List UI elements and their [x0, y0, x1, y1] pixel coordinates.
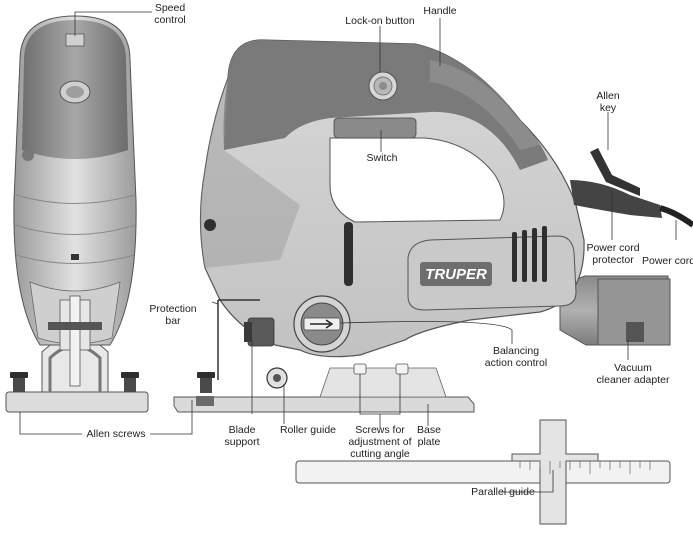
label-balancing-action-control: Balancing action control: [478, 345, 554, 369]
label-screws-cutting-angle: Screws for adjustment of cutting angle: [340, 424, 420, 460]
angle-screw-1: [353, 363, 367, 375]
label-protection-bar-line2: bar: [165, 315, 181, 327]
label-allen-key-line2: key: [599, 102, 617, 114]
label-speed-control-line2: control: [154, 14, 186, 26]
label-allen-screws: Allen screws: [86, 428, 146, 440]
label-power-cord: Power cord: [642, 255, 693, 267]
parallel-guide: [295, 419, 671, 525]
label-vacuum-cleaner-adapter: Vacuum cleaner adapter: [594, 362, 672, 386]
balancing-control-dial: [293, 295, 351, 353]
label-power-cord-protector-line2: protector: [592, 254, 634, 266]
label-speed-control: Speed control: [150, 2, 190, 26]
label-power-cord-protector-line1: Power cord: [586, 242, 640, 254]
label-blade-support-line2: support: [224, 436, 260, 448]
label-base-plate-line2: plate: [417, 436, 441, 448]
side-view: TRUPER: [173, 39, 693, 413]
label-base-plate-line1: Base: [417, 424, 441, 436]
label-speed-control-line1: Speed: [154, 2, 186, 14]
label-lock-on-button: Lock-on button: [345, 15, 415, 27]
label-balancing-line1: Balancing: [492, 345, 540, 357]
vacuum-adapter: [559, 275, 671, 346]
leader-lines: [19, 11, 677, 493]
front-allen-screw-left: [10, 372, 28, 392]
protection-bar-shape: [217, 299, 260, 380]
allen-key-shape: [590, 148, 640, 196]
label-power-cord-protector: Power cord protector: [582, 242, 644, 266]
angle-screw-2: [395, 363, 409, 375]
front-base-plate: [5, 391, 149, 413]
label-blade-support-line1: Blade: [228, 424, 256, 436]
label-allen-key-line1: Allen: [596, 90, 620, 102]
truper-logo: TRUPER: [425, 266, 487, 283]
label-blade-support: Blade support: [222, 424, 262, 448]
label-parallel-guide: Parallel guide: [471, 486, 535, 498]
side-allen-screw: [196, 372, 215, 406]
front-view: [5, 15, 149, 413]
label-balancing-line2: action control: [484, 357, 548, 369]
power-cord-shape: [659, 205, 693, 228]
side-base-plate: [173, 396, 475, 413]
label-screws-line2: adjustment of: [348, 436, 412, 448]
label-protection-bar-line1: Protection: [149, 303, 197, 315]
label-screws-line3: cutting angle: [350, 448, 410, 460]
label-vacuum-line2: cleaner adapter: [596, 374, 670, 386]
label-base-plate: Base plate: [412, 424, 446, 448]
front-allen-screw-right: [121, 372, 139, 392]
label-handle: Handle: [423, 5, 457, 17]
label-protection-bar: Protection bar: [148, 303, 198, 327]
label-switch: Switch: [366, 152, 398, 164]
label-allen-key: Allen key: [588, 90, 628, 114]
cord-protector-shape: [570, 180, 662, 218]
label-vacuum-line1: Vacuum: [614, 362, 652, 374]
label-roller-guide: Roller guide: [279, 424, 337, 436]
label-screws-line1: Screws for: [355, 424, 405, 436]
switch-trigger: [333, 117, 417, 139]
